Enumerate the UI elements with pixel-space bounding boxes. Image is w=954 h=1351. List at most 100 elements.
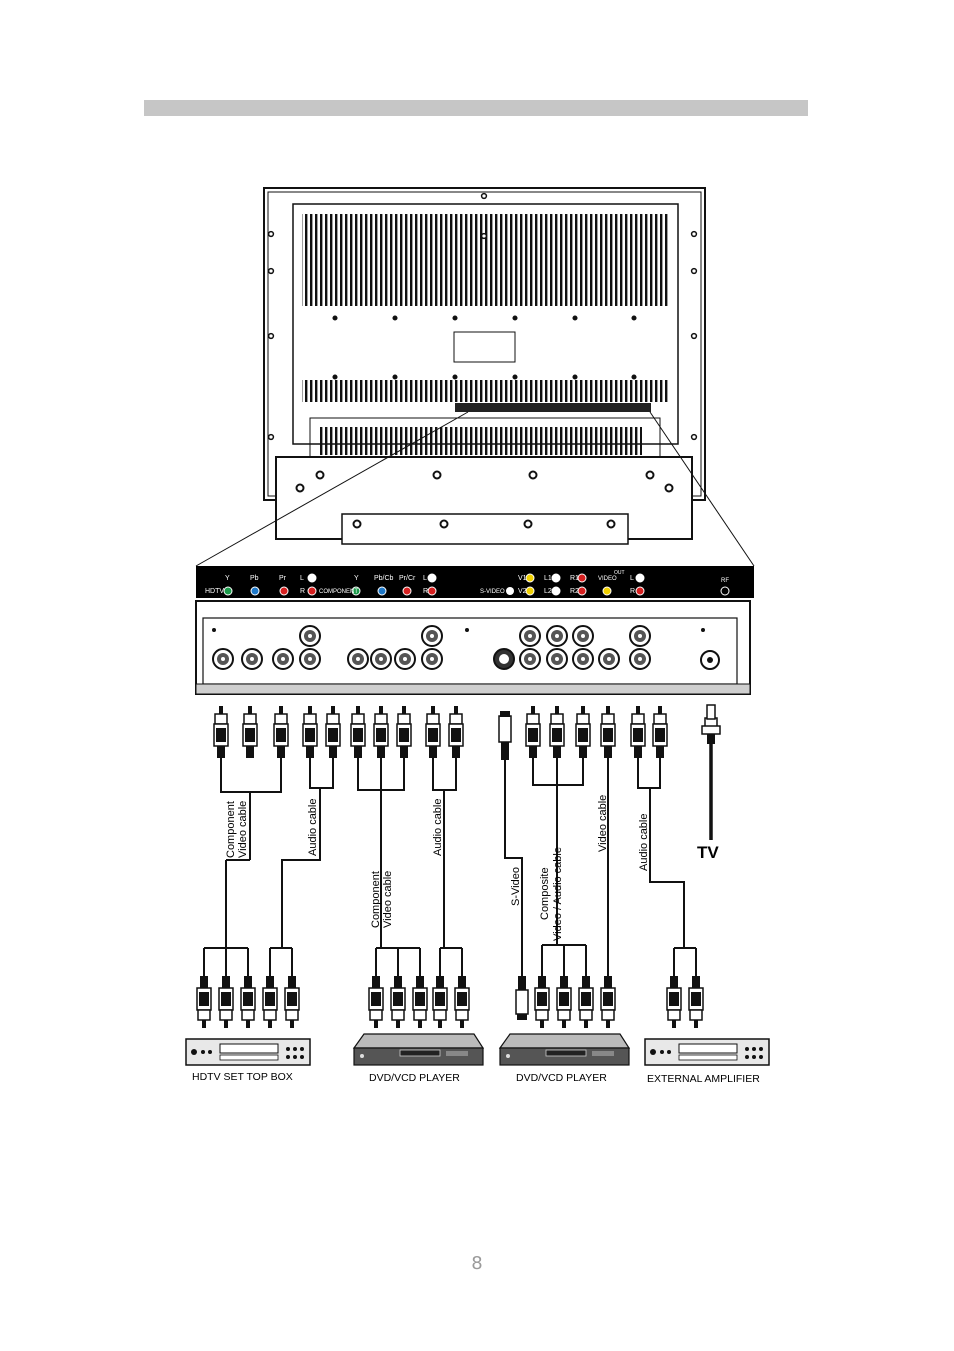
- svideo-indicator: [506, 587, 514, 595]
- label-y2: Y: [354, 575, 359, 582]
- screw: [295, 483, 305, 493]
- cable-label-composite-b: Video / Audio cable: [552, 847, 564, 941]
- rca-plug: [350, 706, 366, 758]
- mount-hole: [512, 374, 518, 380]
- label-video-out: VIDEO: [598, 576, 617, 582]
- rca-plug: [412, 976, 428, 1028]
- page-number: 8: [471, 1253, 483, 1274]
- panel-color-dot: [635, 586, 645, 596]
- mount-hole: [631, 315, 637, 321]
- cable-label-composite-a: Composite: [539, 867, 551, 920]
- rca-plug: [666, 976, 682, 1028]
- device-dvd-vcd-player-1: [352, 1033, 485, 1066]
- panel-color-dot: [635, 573, 645, 583]
- device-label-dvd-vcd-player-1: DVD/VCD PLAYER: [369, 1072, 460, 1084]
- rca-plug: [262, 976, 278, 1028]
- header-bar: [144, 100, 808, 116]
- rca-plug: [575, 706, 591, 758]
- panel-color-dot: [551, 586, 561, 596]
- label-r2: R2: [570, 588, 579, 595]
- screw: [690, 332, 698, 340]
- panel-color-dot: [351, 586, 361, 596]
- jack-pin: [581, 657, 585, 661]
- label-l2: L2: [544, 588, 552, 595]
- jack-pin: [528, 634, 532, 638]
- screw: [528, 470, 538, 480]
- device-label-dvd-vcd-player-2: DVD/VCD PLAYER: [516, 1072, 607, 1084]
- panel-color-dot: [427, 586, 437, 596]
- panel-color-dot: [402, 586, 412, 596]
- rca-plug: [454, 976, 470, 1028]
- label-v2: V2: [518, 588, 527, 595]
- label-pbcb: Pb/Cb: [374, 575, 394, 582]
- jack-pin: [638, 634, 642, 638]
- panel-screw: [212, 628, 216, 632]
- mount-hole: [572, 315, 578, 321]
- jack-pin: [555, 657, 559, 661]
- rca-plug: [325, 706, 341, 758]
- label-r-audio2: R: [423, 588, 428, 595]
- screw: [690, 433, 698, 441]
- label-pb: Pb: [250, 575, 259, 582]
- rca-plug: [600, 976, 616, 1028]
- panel-color-dot: [525, 573, 535, 583]
- rca-plug: [240, 976, 256, 1028]
- mount-hole: [452, 315, 458, 321]
- jack-pin: [308, 657, 312, 661]
- screw: [645, 470, 655, 480]
- jack-pin: [430, 634, 434, 638]
- rf-cable: [701, 704, 721, 840]
- jack-pin: [221, 657, 225, 661]
- label-rf: RF: [721, 578, 729, 584]
- mount-hole: [452, 374, 458, 380]
- rca-plug: [549, 706, 565, 758]
- cable-label-component1-b: Video cable: [237, 801, 249, 858]
- label-r1: R1: [570, 575, 579, 582]
- mount-hole: [631, 374, 637, 380]
- cable-label-component2-a: Component: [370, 871, 382, 928]
- cable-label-component2-b: Video cable: [382, 871, 394, 928]
- mount-hole: [392, 374, 398, 380]
- panel-color-dot: [307, 573, 317, 583]
- label-component: COMPONENT: [319, 589, 358, 595]
- rf-jack-core: [707, 657, 713, 663]
- panel-color-dot: [577, 586, 587, 596]
- label-v1: V1: [518, 575, 527, 582]
- jack-pin: [528, 657, 532, 661]
- rca-plug: [302, 706, 318, 758]
- panel-screw: [701, 628, 705, 632]
- jack-pin: [638, 657, 642, 661]
- panel-color-dot: [279, 586, 289, 596]
- screw: [267, 332, 275, 340]
- label-l1: L1: [544, 575, 552, 582]
- panel-screw: [465, 628, 469, 632]
- rca-plug: [432, 976, 448, 1028]
- rca-plug: [273, 706, 289, 758]
- screw: [664, 483, 674, 493]
- label-out: OUT: [614, 570, 625, 576]
- rca-plug: [652, 706, 668, 758]
- rca-plug: [556, 976, 572, 1028]
- label-r-out: R: [630, 588, 635, 595]
- label-hdtv: HDTV: [205, 588, 224, 595]
- label-l-out: L: [630, 575, 634, 582]
- rca-plug: [688, 976, 704, 1028]
- cable-label-audio3: Audio cable: [638, 814, 650, 872]
- connector-panel: [195, 566, 754, 695]
- mount-hole: [332, 374, 338, 380]
- device-label-hdtv-set-top-box: HDTV SET TOP BOX: [192, 1071, 293, 1083]
- label-prcr: Pr/Cr: [399, 575, 416, 582]
- label-l-audio1: L: [300, 575, 304, 582]
- panel-color-dot: [602, 586, 612, 596]
- jack-pin: [356, 657, 360, 661]
- panel-color-dot: [525, 586, 535, 596]
- rca-plug: [242, 706, 258, 758]
- rca-plug: [630, 706, 646, 758]
- device-dvd-vcd-player-2: [498, 1033, 631, 1066]
- svideo-plug: [498, 711, 512, 760]
- jack-pin: [607, 657, 611, 661]
- screw: [480, 192, 488, 200]
- cable-label-audio1: Audio cable: [307, 799, 319, 857]
- rca-plug: [284, 976, 300, 1028]
- screw: [690, 267, 698, 275]
